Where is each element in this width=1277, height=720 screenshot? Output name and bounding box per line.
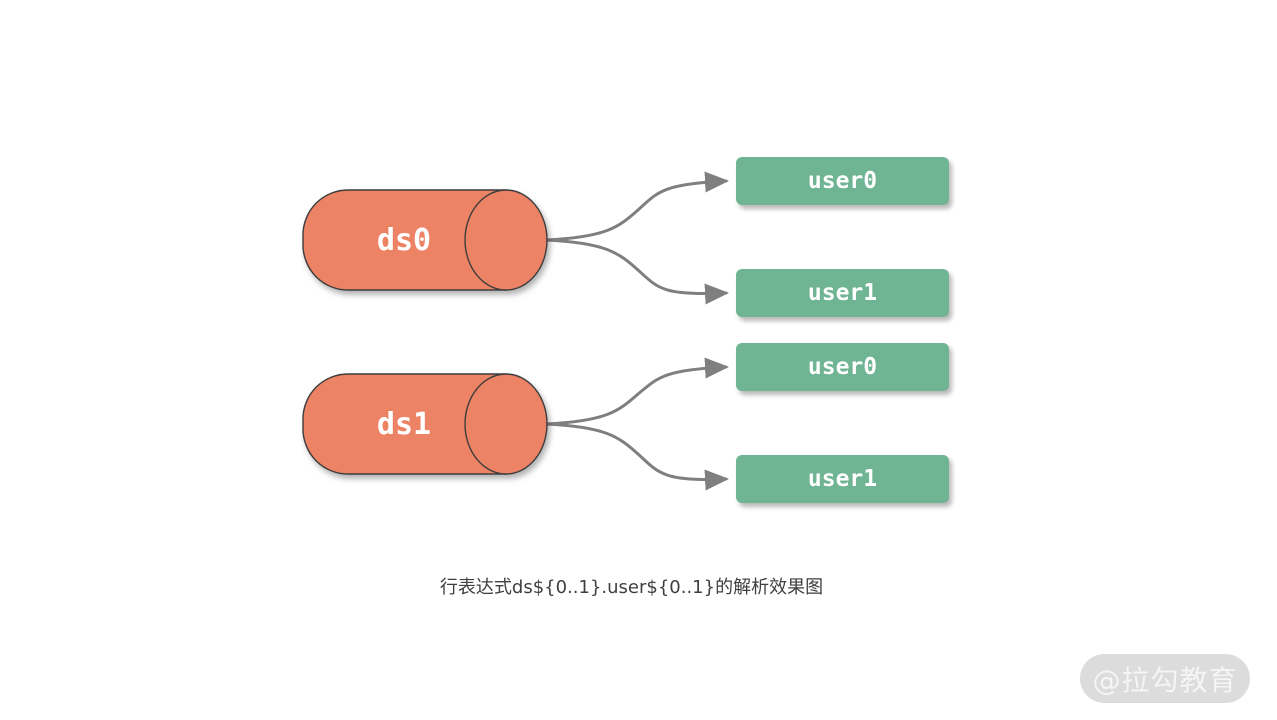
cylinder-body (302, 373, 507, 475)
table-node-label: user0 (807, 168, 878, 194)
table-node: user0 (736, 343, 949, 391)
table-node-label: user1 (807, 280, 878, 306)
cylinder-endcap (464, 189, 548, 291)
connector-group (545, 171, 729, 491)
datasource-cylinder-ds0 (302, 189, 548, 291)
watermark-text: @拉勾教育 (1092, 663, 1238, 697)
table-node: user0 (736, 157, 949, 205)
cylinder-endcap (464, 373, 548, 475)
connector-arrow-ds0-user1 (545, 238, 729, 305)
diagram-caption: 行表达式ds${0..1}.user${0..1}的解析效果图 (439, 577, 824, 598)
table-node: user1 (736, 455, 949, 503)
connector-arrow-ds1-user1 (545, 422, 729, 491)
datasource-cylinder-ds1 (302, 373, 548, 475)
connector-arrow-ds1-user0 (545, 357, 729, 426)
watermark-badge: @拉勾教育 (1080, 654, 1250, 703)
table-node-label: user1 (807, 466, 878, 492)
table-node-label: user0 (807, 354, 878, 380)
table-node: user1 (736, 269, 949, 317)
cylinder-body (302, 189, 507, 291)
connector-arrow-ds0-user0 (545, 171, 729, 242)
